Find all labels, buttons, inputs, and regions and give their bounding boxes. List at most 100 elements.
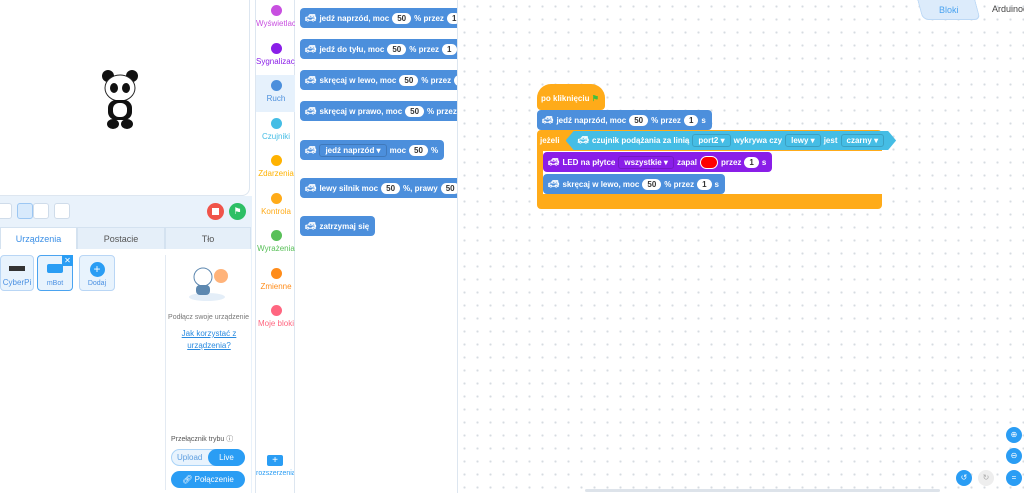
value-input[interactable]: 50 <box>392 12 412 24</box>
block-text: skręcaj w prawo, moc <box>319 106 403 116</box>
stage <box>0 0 250 196</box>
value-input[interactable]: 50 <box>409 144 428 156</box>
reset-zoom-button[interactable]: = <box>1006 470 1022 486</box>
go-button[interactable]: ⚑ <box>229 203 246 220</box>
category-3[interactable]: Czujniki <box>256 113 296 150</box>
tab-devices[interactable]: Urządzenia <box>0 227 77 249</box>
duration-input[interactable]: 1 <box>744 156 759 168</box>
block-text: jedź naprzód, moc <box>319 13 390 23</box>
live-option[interactable]: Live <box>208 449 245 466</box>
category-4[interactable]: Zdarzenia <box>256 150 296 187</box>
category-1[interactable]: Sygnalizacja <box>256 38 296 75</box>
when-flag-clicked-block[interactable]: po kliknięciu ⚑ <box>537 84 605 110</box>
value-input[interactable]: 50 <box>381 182 401 194</box>
side-dropdown[interactable]: lewy ▾ <box>785 134 821 147</box>
tab-sprites[interactable]: Postacie <box>77 227 165 249</box>
power-input[interactable]: 50 <box>629 114 649 126</box>
panda-sprite[interactable] <box>100 68 140 130</box>
add-device-button[interactable]: +Dodaj <box>79 255 115 291</box>
extensions-button[interactable]: +rozszerzenia <box>256 455 294 477</box>
category-6[interactable]: Wyrażenia <box>256 225 296 262</box>
value-input[interactable]: 50 <box>405 105 425 117</box>
block-text: jedź do tyłu, moc <box>319 44 385 54</box>
duration-input[interactable]: 1 <box>697 178 712 190</box>
fullscreen-icon[interactable] <box>0 203 12 219</box>
block-text: % przez <box>414 13 444 23</box>
category-label: Sygnalizacja <box>256 56 296 66</box>
power-input[interactable]: 50 <box>642 178 662 190</box>
layout-small-stage-icon[interactable] <box>17 203 33 219</box>
category-label: Ruch <box>266 94 286 103</box>
side-value: lewy <box>791 136 809 145</box>
panda-connect-illustration <box>189 267 228 301</box>
category-list: WyświetlaczSygnalizacjaRuchCzujnikiZdarz… <box>255 0 296 493</box>
horizontal-scrollbar[interactable] <box>585 489 940 492</box>
value-input[interactable]: 50 <box>387 43 407 55</box>
layout-grid-icon[interactable] <box>54 203 70 219</box>
device-mbot[interactable]: mBot✕ <box>37 255 73 291</box>
category-label: Moje bloki <box>257 319 294 328</box>
category-dot-icon <box>270 5 282 16</box>
color-dropdown[interactable]: czarny ▾ <box>841 134 885 147</box>
palette-block[interactable]: 🚙︎zatrzymaj się <box>300 216 376 236</box>
hat-label: po kliknięciu <box>541 94 590 103</box>
category-7[interactable]: Zmienne <box>256 263 296 300</box>
connect-button-label: Połączenie <box>194 475 234 484</box>
layout-list-icon[interactable] <box>33 203 49 219</box>
value-input[interactable]: 50 <box>399 74 419 86</box>
category-0[interactable]: Wyświetlacz <box>256 0 296 37</box>
color-picker[interactable] <box>699 155 718 169</box>
led-which-dropdown[interactable]: wszystkie ▾ <box>618 155 674 169</box>
category-dot-icon <box>270 305 282 316</box>
zoom-out-button[interactable]: ⊖ <box>1006 448 1022 464</box>
value-input[interactable]: 50 <box>440 182 457 194</box>
mbot-icon: 🚙︎ <box>548 178 560 189</box>
mbot-icon <box>47 264 63 273</box>
mode-label-text: Przełącznik trybu <box>171 436 225 443</box>
led-which-value: wszystkie <box>624 157 662 167</box>
value-input[interactable]: 1 <box>442 43 457 55</box>
port-dropdown[interactable]: port2 ▾ <box>692 134 730 147</box>
zoom-in-button[interactable]: ⊕ <box>1006 427 1022 443</box>
block-text: czujnik podążania za linią <box>592 136 690 145</box>
tab-background[interactable]: Tło <box>165 227 251 249</box>
upload-option[interactable]: Upload <box>177 453 203 462</box>
undo-button[interactable]: ↺ <box>956 470 972 486</box>
stop-button[interactable] <box>207 203 224 220</box>
mode-toggle[interactable]: Upload Live <box>171 449 245 466</box>
connect-button[interactable]: 🔗︎ Połączenie <box>171 471 245 488</box>
extensions-label: rozszerzenia <box>256 470 294 477</box>
block-text: skręcaj w lewo, moc <box>319 75 397 85</box>
script-workspace[interactable] <box>458 0 1024 493</box>
category-2[interactable]: Ruch <box>256 75 296 112</box>
category-dot-icon <box>270 230 282 241</box>
tab-blocks[interactable]: Bloki <box>917 0 981 20</box>
device-cyberpi[interactable]: CyberPi <box>0 255 34 291</box>
value-input[interactable]: 1 <box>454 74 457 86</box>
block-text: przez <box>720 157 742 167</box>
redo-button[interactable]: ↻ <box>978 470 994 486</box>
direction-dropdown[interactable]: jedź naprzód ▾ <box>319 143 387 157</box>
help-icon[interactable]: ⓘ <box>226 436 234 443</box>
duration-input[interactable]: 1 <box>683 114 699 126</box>
mode-switch-label: Przełącznik trybu ⓘ <box>171 434 233 444</box>
divider <box>165 255 166 490</box>
block-text: jedź naprzód, moc <box>556 115 627 125</box>
remove-device-icon[interactable]: ✕ <box>62 255 73 266</box>
category-5[interactable]: Kontrola <box>256 188 296 225</box>
category-8[interactable]: Moje bloki <box>256 300 296 337</box>
value-input[interactable]: 1 <box>446 12 457 24</box>
tab-arduino[interactable]: Arduinoc <box>992 4 1024 14</box>
device-label: CyberPi <box>2 278 32 287</box>
how-to-use-link[interactable]: Jak korzystać z urządzenia? <box>181 329 237 350</box>
